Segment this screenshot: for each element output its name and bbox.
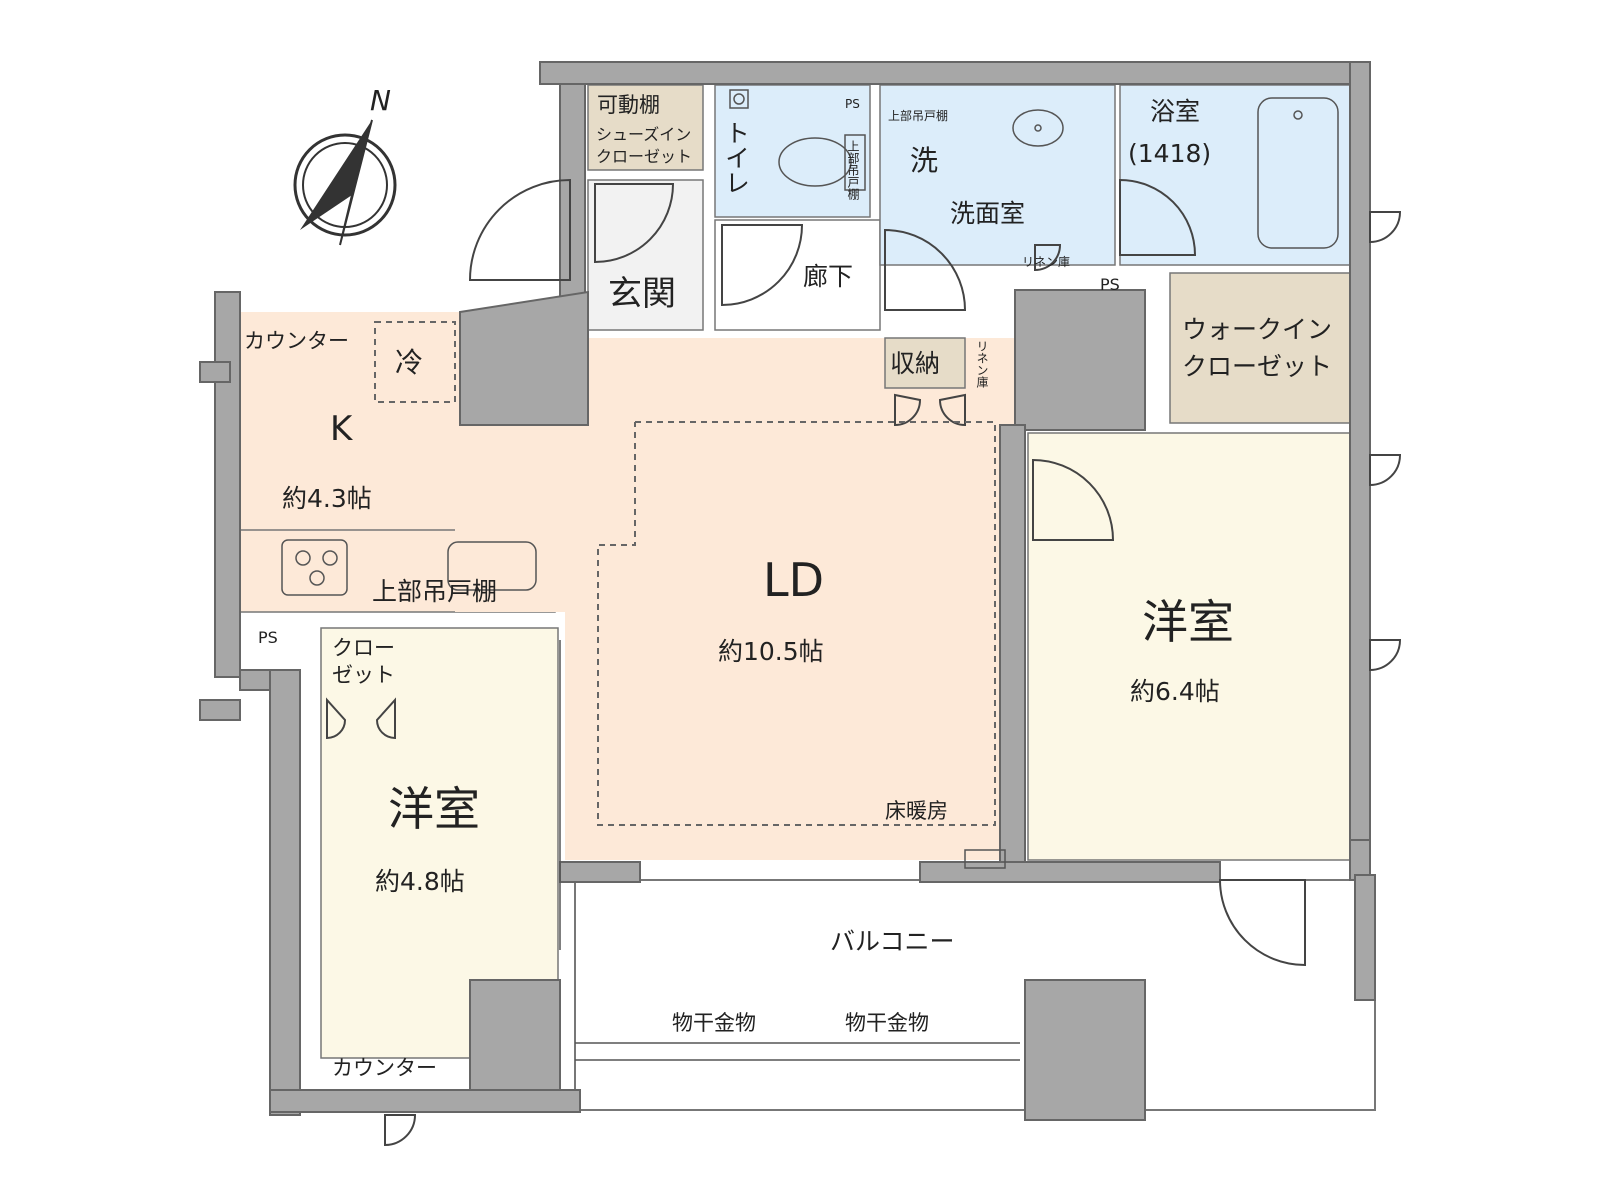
shoes-closet-label-2: クローゼット	[596, 147, 692, 166]
ps-left-label: PS	[258, 628, 278, 647]
upper-cabinet-wash-label: 上部吊戸棚	[888, 108, 948, 123]
walls	[199, 61, 1376, 1121]
kitchen-name: K	[330, 409, 354, 449]
washroom-floor	[879, 84, 1116, 266]
linen-tall-label: リネン庫	[975, 340, 989, 389]
laundry-hanger-label-2: 物干金物	[845, 1011, 929, 1035]
kitchen-size: 約4.3帖	[282, 484, 372, 513]
ps-toilet-label: PS	[845, 97, 860, 111]
north-arrow-icon	[300, 120, 372, 230]
balcony-label: バルコニー	[830, 927, 955, 956]
ld-size: 約10.5帖	[718, 637, 824, 666]
fridge-label: 冷	[395, 346, 423, 379]
western-right-size: 約6.4帖	[1130, 677, 1220, 706]
ld-floor	[455, 338, 1018, 860]
entrance-floor	[587, 179, 704, 331]
walk-in-closet-floor	[1169, 272, 1351, 424]
ld-name: LD	[763, 553, 824, 607]
doors	[326, 178, 1402, 1147]
bathroom-label: 浴室	[1150, 97, 1200, 126]
walk-in-label-1: ウォークイン	[1182, 315, 1332, 344]
washroom-label: 洗面室	[950, 199, 1025, 228]
movable-shelf-label: 可動棚	[597, 93, 660, 117]
bath-size-label: (1418)	[1128, 139, 1211, 168]
floor-heating-label: 床暖房	[885, 799, 948, 823]
storage-floor	[884, 337, 966, 389]
shoes-closet-floor	[587, 84, 704, 171]
western-left-size: 約4.8帖	[375, 867, 465, 896]
linen-small-label: リネン庫	[1022, 255, 1070, 269]
upper-cabinet-toilet-label: 上部吊戸棚	[846, 140, 860, 201]
toilet-floor	[714, 84, 871, 218]
laundry-hanger-label-1: 物干金物	[672, 1011, 756, 1035]
western-left-name: 洋室	[388, 782, 480, 836]
balcony-floor	[574, 879, 1376, 1111]
washer-label: 洗	[910, 144, 938, 177]
fixtures	[281, 89, 1339, 1061]
storage-label: 収納	[890, 349, 940, 378]
bathroom-floor	[1119, 84, 1351, 266]
hallway-floor	[714, 219, 881, 331]
hallway-label: 廊下	[803, 262, 853, 291]
shoes-closet-label-1: シューズイン	[596, 125, 691, 144]
compass: N	[293, 84, 397, 246]
counter-bottom-label: カウンター	[332, 1056, 437, 1080]
western-right-name: 洋室	[1142, 595, 1234, 649]
entrance-label: 玄関	[608, 274, 676, 314]
closet-label-2: ゼット	[332, 663, 395, 687]
toilet-label: トイレ	[722, 120, 751, 195]
upper-cabinet-kitchen-label: 上部吊戸棚	[372, 577, 497, 606]
western-right-floor	[1027, 432, 1351, 861]
ps-mid-label: PS	[1100, 275, 1120, 294]
counter-kitchen-label: カウンター	[244, 329, 349, 353]
compass-north-label: N	[370, 84, 391, 117]
walk-in-label-2: クローゼット	[1182, 352, 1332, 381]
closet-label-1: クロー	[332, 636, 395, 660]
